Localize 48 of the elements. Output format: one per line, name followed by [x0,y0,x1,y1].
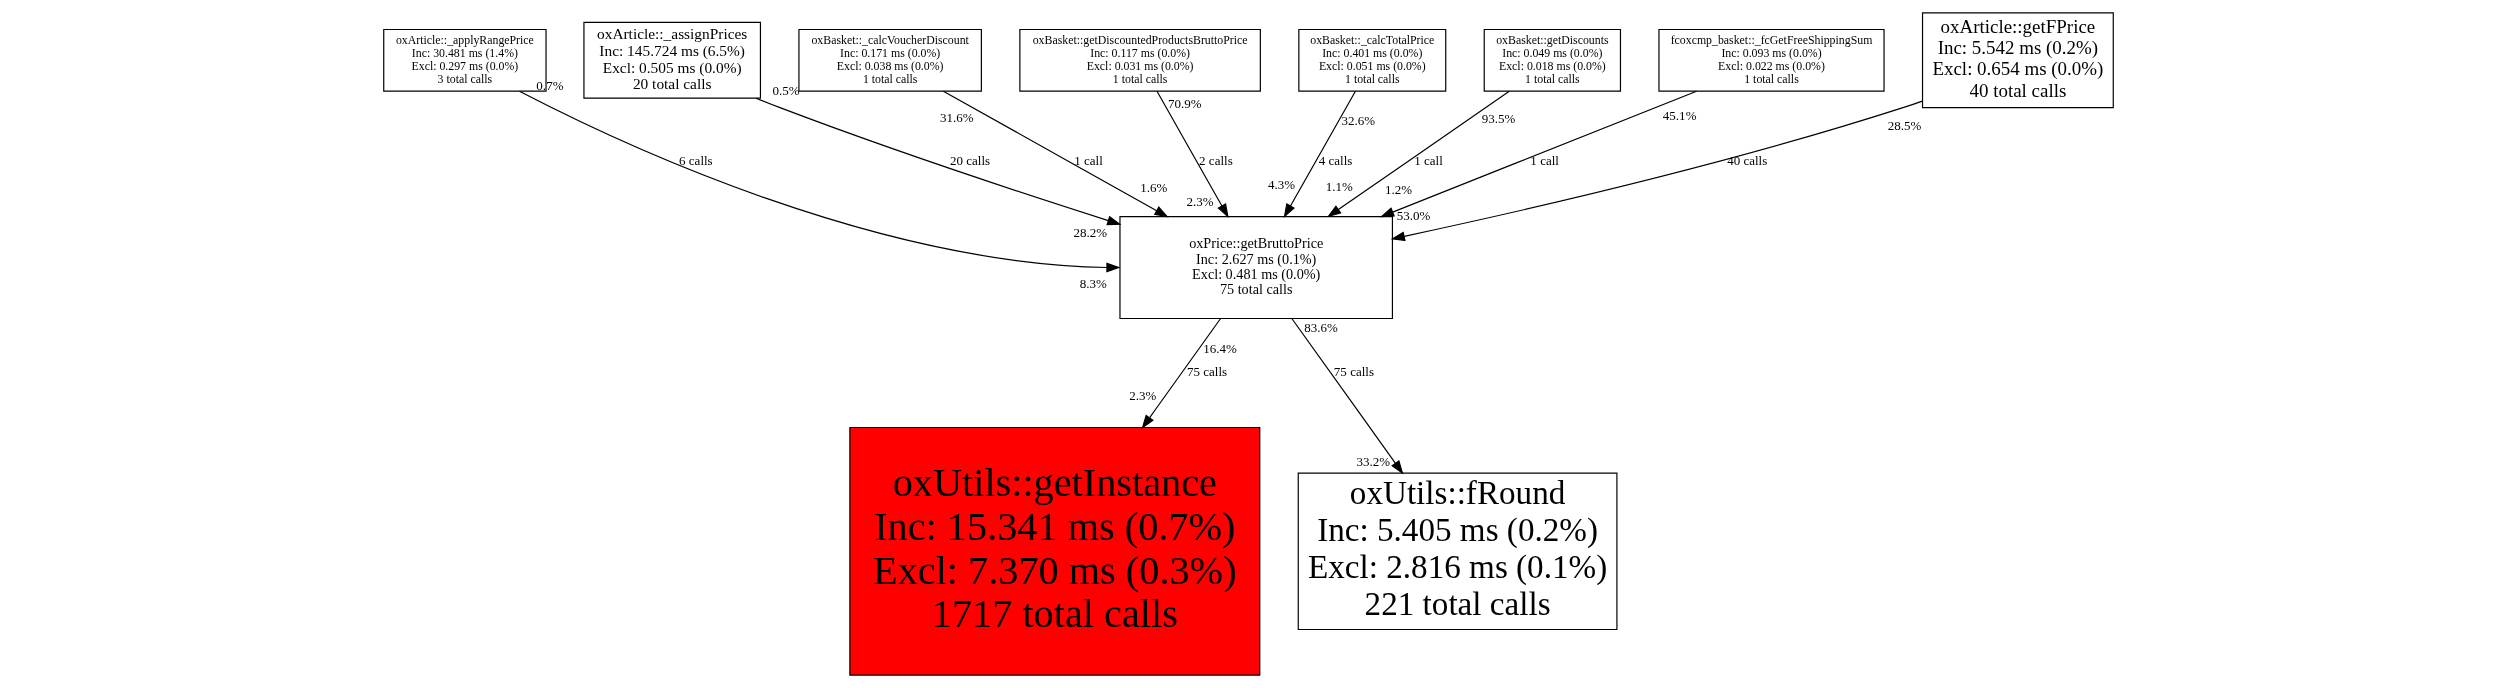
node-box: oxArticle::getFPrice Inc: 5.542 ms (0.2%) Excl: 0.654 ms (0.0%) 40 total calls [1921,12,2114,109]
node-box: oxBasket::_calcTotalPrice Inc: 0.401 ms (0.0%) Excl: 0.051 ms (0.0%) 1 total calls [1297,28,1446,92]
edge-label: 75 calls [1333,364,1374,380]
node-box: fcoxcmp_basket::_fcGetFreeShippingSum Inc: 0.093 ms (0.0%) Excl: 0.022 ms (0.0%) 1 total calls [1657,28,1885,92]
node-box: oxArticle::_assignPrices Inc: 145.724 ms (6.5%) Excl: 0.505 ms (0.0%) 20 total calls [582,21,761,99]
edge-label: 1 call [1073,153,1103,169]
node-box: oxBasket::getDiscountedProductsBruttoPrice Inc: 0.117 ms (0.0%) Excl: 0.031 ms (0.0%) 1 total calls [1018,28,1261,92]
edge-label: 20 calls [949,153,990,169]
edge-label: 1 call [1529,153,1559,169]
edge-label: 40 calls [1726,153,1767,169]
label: 2.3% [1185,194,1214,210]
arrow [518,90,1121,273]
label: 1.1% [1325,178,1353,194]
node-box: oxUtils::fRound Inc: 5.405 ms (0.2%) Excl: 2.816 ms (0.1%) 221 total calls [1297,472,1617,631]
arrow [1283,90,1356,218]
label: 93.5% [1481,111,1515,127]
label: 0.5% [772,82,800,98]
node-box: oxPrice::getBruttoPrice Inc: 2.627 ms (0.1%) Excl: 0.481 ms (0.0%) 75 total calls [1118,216,1393,320]
label: 70.9% [1167,95,1202,111]
label: 28.5% [1887,117,1921,133]
label: 45.1% [1662,108,1696,124]
node-box: oxUtils::getInstance Inc: 15.341 ms (0.7%) Excl: 7.370 ms (0.3%) 1717 total calls [848,426,1260,676]
label: 4.3% [1267,177,1295,193]
label: 8.3% [1079,276,1107,292]
label: 16.4% [1202,340,1237,356]
label: 83.6% [1303,320,1338,336]
label: 33.2% [1356,454,1390,470]
label: 53.0% [1396,207,1430,223]
label: 28.2% [1072,224,1107,240]
label: 31.6% [939,110,974,126]
arrow [942,90,1169,218]
label: 1.6% [1139,180,1167,196]
edge-label: 4 calls [1318,153,1352,169]
edge-label: 1 call [1413,153,1443,169]
label: 1.2% [1384,182,1412,198]
arrow [1326,90,1510,218]
label: 32.6% [1341,113,1375,129]
label: 2.3% [1128,388,1156,404]
arrow [1290,318,1403,475]
edge-label: 2 calls [1198,153,1233,169]
arrow [755,97,1121,226]
arrow [1379,90,1697,218]
node-box: oxBasket::getDiscounts Inc: 0.049 ms (0.0%) Excl: 0.018 ms (0.0%) 1 total calls [1483,28,1621,92]
edge-label: 6 calls [678,153,713,169]
edge-label: 75 calls [1186,364,1227,380]
arrow [1390,100,1923,242]
arrow [1155,90,1229,218]
arrow [1141,318,1221,429]
